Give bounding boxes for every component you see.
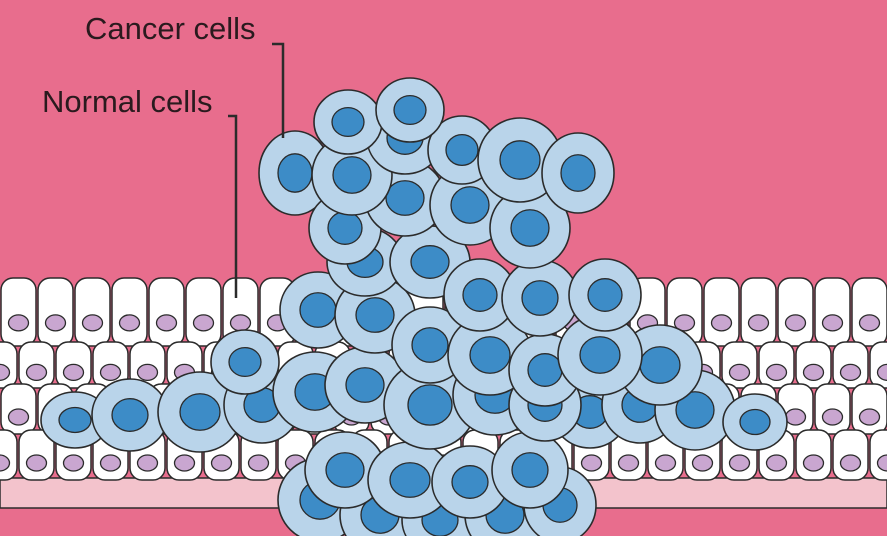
cancer-cell-nucleus [410, 245, 450, 279]
normal-cell [851, 277, 887, 347]
normal-cell-nucleus [802, 363, 825, 382]
normal-cell [814, 277, 851, 347]
normal-cell-nucleus [765, 454, 788, 472]
cancer-cell-nucleus [451, 465, 489, 499]
cancer-cell-nucleus [675, 391, 715, 429]
normal-cell [0, 277, 37, 347]
normal-cell-nucleus [728, 363, 751, 382]
normal-cell-nucleus [62, 454, 85, 472]
cancer-cell-nucleus [355, 297, 395, 333]
normal-cell-nucleus [155, 314, 178, 332]
normal-cell-nucleus [858, 408, 881, 426]
normal-cell-nucleus [728, 454, 751, 472]
normal-cell-nucleus [839, 454, 862, 472]
normal-cell-nucleus [25, 454, 48, 472]
cancer-cell-nucleus [450, 186, 490, 224]
normal-cell [111, 277, 148, 347]
cancer-cell-nucleus [277, 153, 313, 193]
normal-cell [777, 277, 814, 347]
cancer-cell-nucleus [510, 209, 550, 247]
normal-cell-nucleus [802, 454, 825, 472]
normal-cell [185, 277, 222, 347]
cancer-cell-nucleus [389, 462, 431, 498]
cancer-cell-nucleus [527, 353, 563, 387]
normal-label-leader [228, 114, 238, 298]
normal-cell-nucleus [118, 314, 141, 332]
normal-cell-nucleus [821, 408, 844, 426]
normal-cell-nucleus [62, 363, 85, 382]
normal-cell-nucleus [617, 454, 640, 472]
normal-cell [37, 277, 74, 347]
normal-cell-nucleus [210, 454, 233, 472]
normal-cell-nucleus [25, 363, 48, 382]
cancer-cell-nucleus [299, 292, 337, 328]
normal-cell-nucleus [0, 454, 11, 472]
normal-cell [148, 277, 185, 347]
normal-cell [740, 277, 777, 347]
cancer-cell-nucleus [521, 280, 559, 316]
cancer-cell-nucleus [332, 156, 372, 194]
normal-cell-nucleus [876, 454, 887, 472]
normal-cell-nucleus [876, 363, 887, 381]
cancer-label-leader [272, 42, 285, 138]
cancer-cell-nucleus [385, 180, 425, 216]
cancer-cell-nucleus [560, 154, 596, 192]
normal-cell-nucleus [839, 363, 862, 382]
normal-cell-nucleus [0, 363, 11, 381]
cancer-cell-nucleus [462, 278, 498, 312]
normal-cell-nucleus [821, 314, 844, 332]
normal-cell-nucleus [136, 454, 159, 472]
normal-cell-nucleus [44, 314, 67, 332]
normal-cell-nucleus [229, 314, 252, 332]
label-leaders [228, 42, 285, 298]
normal-cell-nucleus [747, 314, 770, 332]
normal-cell-nucleus [173, 454, 196, 472]
normal-cell-nucleus [7, 408, 30, 426]
normal-cell-nucleus [7, 314, 30, 332]
cancer-cell-nucleus [228, 346, 262, 378]
cancer-cell-nucleus [331, 106, 365, 138]
normal-cell-nucleus [691, 454, 714, 472]
normal-cell-nucleus [580, 454, 603, 472]
normal-cell-nucleus [710, 314, 733, 332]
cancer-cell-cluster [40, 77, 788, 536]
normal-cell-nucleus [765, 363, 788, 382]
cancer-cell-nucleus [345, 367, 385, 403]
cancer-cell-nucleus [179, 393, 221, 431]
cancer-cell-nucleus [58, 406, 92, 434]
normal-cell-nucleus [673, 314, 696, 332]
normal-cell-nucleus [784, 408, 807, 426]
normal-cell-nucleus [99, 363, 122, 382]
normal-cell [74, 277, 111, 347]
normal-cell-nucleus [858, 314, 881, 332]
normal-cell-nucleus [136, 363, 159, 382]
normal-cells-label: Normal cells [42, 84, 213, 119]
cancer-cell-nucleus [639, 346, 681, 384]
normal-cell-nucleus [654, 454, 677, 472]
cancer-cells-label: Cancer cells [85, 11, 256, 46]
cancer-cell-nucleus [111, 398, 149, 432]
cancer-cell-nucleus [327, 211, 363, 245]
cancer-cell-nucleus [407, 384, 453, 426]
normal-cell-nucleus [784, 314, 807, 332]
cancer-cell-nucleus [445, 133, 479, 167]
normal-cell-nucleus [247, 454, 270, 472]
normal-cell-nucleus [99, 454, 122, 472]
cancer-cell-nucleus [411, 327, 449, 363]
normal-cell-nucleus [192, 314, 215, 332]
cancer-cell-nucleus [511, 452, 549, 488]
cancer-cell-nucleus [469, 336, 511, 374]
cancer-cell-nucleus [325, 452, 365, 488]
cancer-cell-nucleus [739, 408, 771, 436]
cancer-cell-nucleus [499, 140, 541, 180]
normal-cell-nucleus [81, 314, 104, 332]
cancer-cell-nucleus [579, 336, 621, 374]
cancer-cell-nucleus [587, 278, 623, 312]
normal-cell [703, 277, 740, 347]
cancer-cell-nucleus [393, 94, 427, 126]
